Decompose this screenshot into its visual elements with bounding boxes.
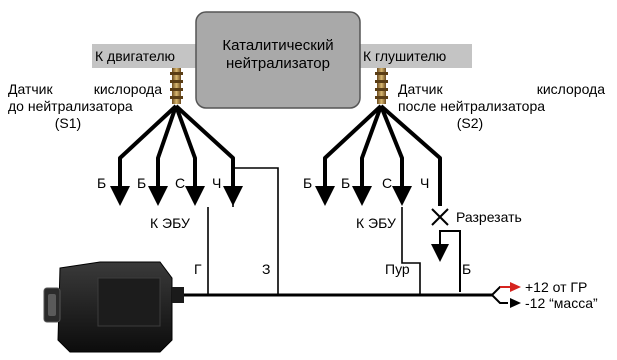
arrow-down-icon — [110, 186, 130, 206]
arrow-down-icon — [315, 186, 335, 206]
sensor-s2-caption-line2: после нейтрализатора — [398, 98, 545, 114]
right-wire-arrowheads — [315, 186, 412, 206]
sensor-s2-caption-word2: кислорода — [537, 81, 605, 97]
sensor-s1-caption-word1: Датчик — [8, 81, 53, 97]
power-minus-label: -12 “масса” — [525, 295, 598, 311]
right-wire-label-c: С — [382, 175, 392, 191]
right-wire-label-ch: Ч — [420, 175, 429, 191]
converter-label-line1: Каталитический — [222, 37, 333, 54]
bus-label-b: Б — [462, 261, 471, 277]
right-wire-label-b1: Б — [303, 175, 312, 191]
right-wire-label-b2: Б — [341, 175, 350, 191]
arrow-down-icon — [392, 186, 412, 206]
emulator-device-icon — [43, 261, 184, 353]
converter-label-line2: нейтрализатор — [226, 55, 330, 72]
arrow-down-icon — [352, 186, 372, 206]
sensor-s1-caption-word2: кислорода — [94, 81, 162, 97]
power-split — [491, 286, 508, 304]
arrow-right-icon — [510, 282, 521, 292]
bus-label-g: Г — [194, 261, 202, 277]
bus-label-z: З — [262, 261, 270, 277]
oxygen-sensor-s2-icon — [375, 68, 388, 104]
cut-mark-icon — [431, 208, 449, 226]
emulator-wires — [207, 167, 421, 294]
left-wire-label-c: С — [175, 175, 185, 191]
sensor-s1-caption-line2: до нейтрализатора — [8, 98, 133, 114]
oxygen-sensor-s1-icon — [170, 68, 183, 104]
cut-rerouted-wire — [439, 230, 461, 292]
sensor-s1-caption-line3: (S1) — [55, 115, 81, 131]
sensor-s2-caption-word1: Датчик — [398, 81, 443, 97]
left-ecu-label: К ЭБУ — [150, 215, 190, 231]
arrow-down-icon — [148, 186, 168, 206]
cut-label: Разрезать — [456, 209, 522, 225]
bus-label-pur: Пур — [385, 261, 410, 277]
arrow-down-icon — [431, 244, 449, 262]
right-ecu-label: К ЭБУ — [356, 215, 396, 231]
catalytic-converter — [195, 11, 361, 109]
right-wire-bundle — [323, 104, 442, 206]
pipe-label-engine: К двигателю — [95, 48, 175, 64]
left-wire-label-ch: Ч — [212, 175, 221, 191]
arrow-right-icon — [510, 298, 521, 308]
arrow-down-icon — [185, 186, 205, 206]
sensor-s2-caption-line3: (S2) — [457, 115, 483, 131]
pipe-label-muffler: К глушителю — [363, 48, 446, 64]
power-plus-label: +12 от ГР — [525, 279, 587, 295]
left-wire-label-b2: Б — [137, 175, 146, 191]
left-wire-label-b1: Б — [97, 175, 106, 191]
